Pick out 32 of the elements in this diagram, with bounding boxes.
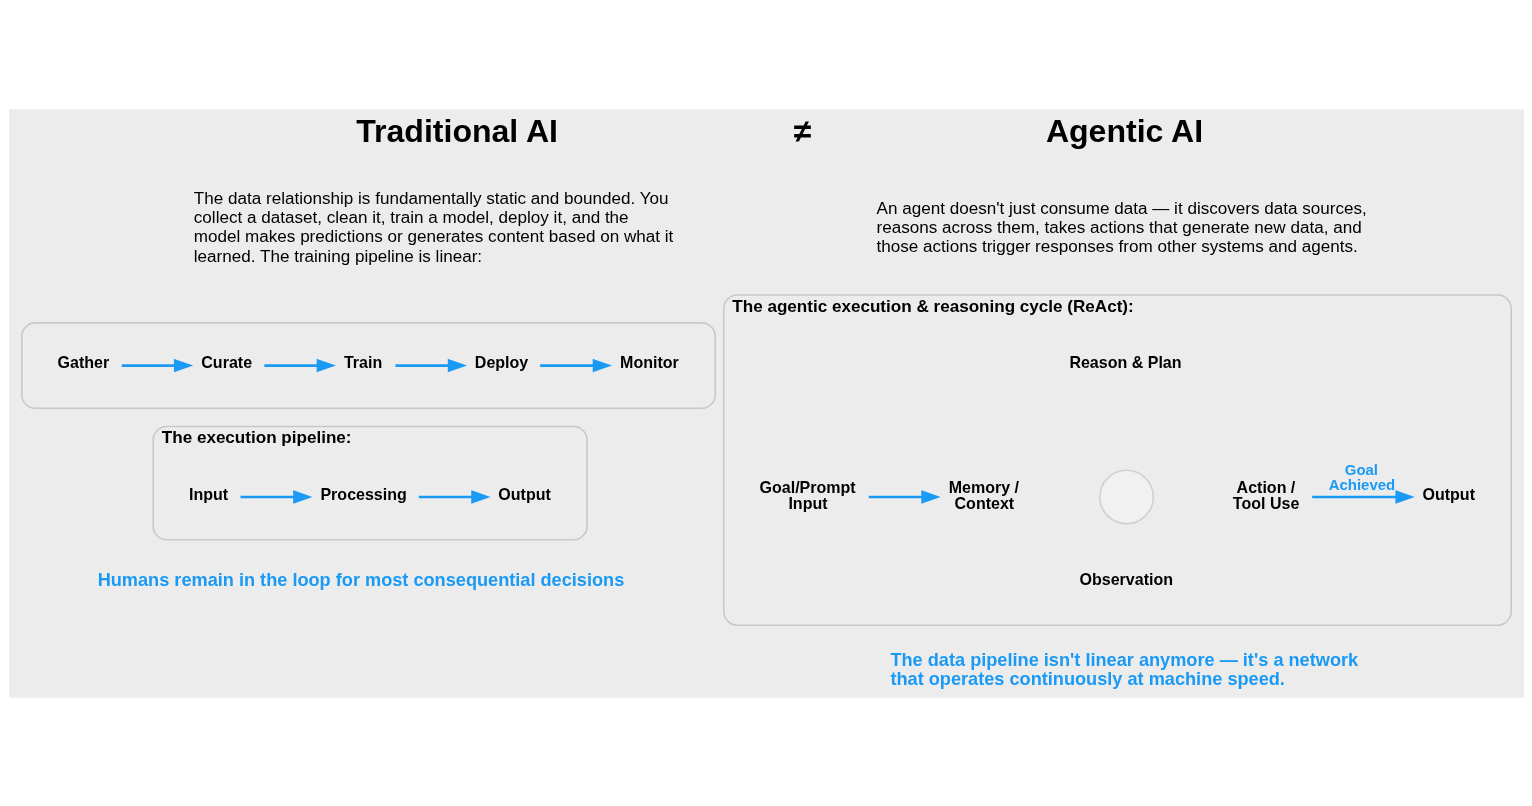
label: ≠ (793, 112, 811, 149)
label: The data relationship is fundamentally static and bounded. You collect a dataset, clean it, train a model, deploy it, and the model makes predictions or generates content based on what it learned. The training pipeline is linear: (193, 188, 673, 266)
node-circle (1098, 468, 1154, 524)
arrow (1311, 489, 1415, 504)
node-text: Action / Tool Use (1232, 477, 1299, 512)
node-text: Monitor (619, 352, 679, 371)
arrow (868, 489, 941, 504)
label: Humans remain in the loop for most consequential decisions (97, 569, 624, 590)
node-text: Curate (200, 352, 252, 371)
arrow (121, 358, 193, 372)
node-text: Observation (1079, 569, 1173, 588)
arrow (240, 489, 312, 504)
edge-label: Goal Achieved (1328, 460, 1395, 493)
node-text: Memory / Context (948, 477, 1019, 512)
label: Agentic AI (1045, 112, 1203, 149)
node-text: Output (1422, 484, 1475, 503)
arrow (394, 358, 467, 372)
label: The data pipeline isn't linear anymore — it's a network that operates continuously at machine speed. (889, 649, 1358, 689)
node-text: Output (497, 484, 551, 503)
arrow (263, 358, 336, 372)
node-text: Train (343, 352, 382, 371)
cluster (20, 321, 716, 409)
node-text: Reason & Plan (1068, 352, 1182, 371)
node-text: Gather (57, 352, 109, 371)
node-text: Deploy (474, 352, 528, 371)
arrow (539, 358, 612, 372)
label: Traditional AI (355, 112, 558, 149)
node-text: Processing (319, 484, 407, 503)
arrow (418, 489, 490, 504)
node-text: Input (188, 484, 228, 503)
node-text: Goal/Prompt Input (759, 477, 856, 512)
label: An agent doesn't just consume data — it discovers data sources, reasons across them, takes actions that generate new data, and those actions trigger responses from other systems and agents. (876, 198, 1367, 256)
